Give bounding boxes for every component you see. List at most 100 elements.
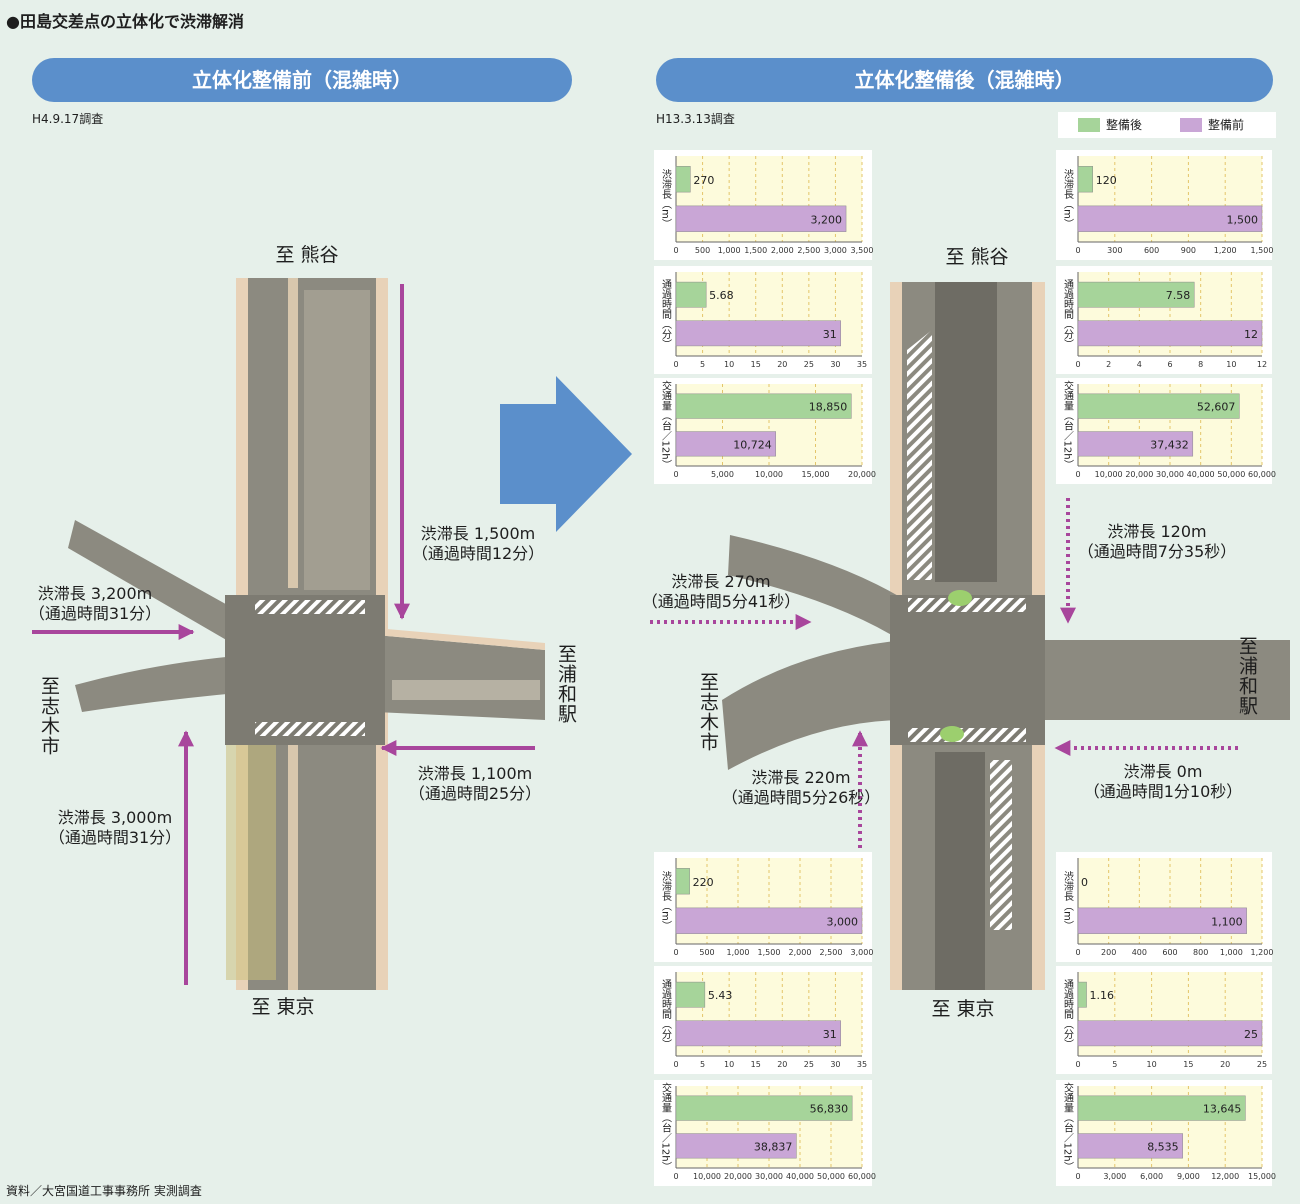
- traffic-queue-north: [304, 290, 370, 590]
- tick-label: 60,000: [848, 1172, 876, 1181]
- tick-label: 30: [830, 1060, 840, 1069]
- data-label: 1,100: [1211, 915, 1243, 928]
- transit-time: （通過時間31分）: [48, 828, 182, 847]
- tick-label: 20,000: [1125, 470, 1153, 479]
- median-island-south: [940, 726, 964, 742]
- bar-before: [1077, 205, 1263, 232]
- tick-label: 20,000: [848, 470, 876, 479]
- tick-label: 40,000: [1187, 470, 1215, 479]
- data-label: 1,500: [1227, 213, 1259, 226]
- tick-label: 4: [1137, 360, 1142, 369]
- tick-label: 30: [830, 360, 840, 369]
- tick-label: 30,000: [1156, 470, 1184, 479]
- tick-label: 2: [1106, 360, 1111, 369]
- road-west-upper: [728, 535, 905, 640]
- hatching-south: [990, 760, 1012, 930]
- tick-label: 1,500: [744, 246, 767, 255]
- bar-after: [1077, 1095, 1246, 1121]
- bar-before: [675, 1133, 797, 1159]
- chart-title: 交通量（台／12h）: [660, 1081, 672, 1171]
- chart-title: 交通量（台／12h）: [1062, 379, 1074, 469]
- tick-label: 600: [1162, 948, 1177, 957]
- chart-title: 通過時間（分）: [1062, 979, 1074, 1049]
- road-west-upper: [68, 520, 240, 645]
- tick-label: 30,000: [755, 1172, 783, 1181]
- tick-label: 900: [1181, 246, 1196, 255]
- congestion-length: 渋滞長 120m: [1107, 522, 1207, 541]
- tick-label: 500: [699, 948, 714, 957]
- tick-label: 10: [1226, 360, 1236, 369]
- crosswalk-south: [908, 728, 1026, 742]
- transit-time: （通過時間12分）: [411, 544, 545, 563]
- tick-label: 1,000: [718, 246, 741, 255]
- tick-label: 200: [1101, 948, 1116, 957]
- transit-time: （通過時間1分10秒）: [1083, 782, 1243, 801]
- congestion-length: 渋滞長 270m: [671, 572, 771, 591]
- legend-swatch-before: [1180, 118, 1202, 132]
- tick-label: 0: [1075, 360, 1080, 369]
- bar-before: [675, 1020, 841, 1047]
- hatching-north: [907, 330, 932, 580]
- congestion-label-south: 渋滞長 3,000m （通過時間31分）: [40, 808, 190, 848]
- tick-label: 9,000: [1177, 1172, 1200, 1181]
- tick-label: 5: [700, 360, 705, 369]
- data-label: 31: [823, 1028, 837, 1041]
- bar-before: [675, 431, 776, 457]
- overpass-south: [935, 752, 985, 990]
- tick-label: 35: [857, 1060, 867, 1069]
- data-label: 270: [693, 174, 714, 187]
- tick-label: 20: [777, 1060, 787, 1069]
- tick-label: 0: [1075, 948, 1080, 957]
- bar-after: [675, 1095, 853, 1121]
- tick-label: 50,000: [1217, 470, 1245, 479]
- transit-time: （通過時間5分26秒）: [721, 788, 881, 807]
- direction-east: 至浦和駅: [555, 644, 577, 724]
- tick-label: 1,200: [1214, 246, 1237, 255]
- tick-label: 6: [1167, 360, 1172, 369]
- tick-label: 20,000: [724, 1172, 752, 1181]
- data-label: 0: [1081, 876, 1088, 889]
- tick-label: 1,000: [1220, 948, 1243, 957]
- tick-label: 0: [1075, 246, 1080, 255]
- crosswalk-south: [255, 722, 365, 736]
- data-label: 220: [693, 876, 714, 889]
- right-intersection-map: [650, 282, 1290, 990]
- congestion-label-north: 渋滞長 1,500m （通過時間12分）: [408, 524, 548, 564]
- tick-label: 3,000: [824, 246, 847, 255]
- tick-label: 600: [1144, 246, 1159, 255]
- chart-title: 渋滞長（m）: [660, 168, 672, 229]
- tick-label: 15,000: [802, 470, 830, 479]
- tick-label: 12: [1257, 360, 1267, 369]
- direction-north-after: 至 熊谷: [945, 246, 1009, 268]
- data-label: 56,830: [810, 1103, 849, 1116]
- bar-after: [675, 981, 706, 1008]
- tick-label: 0: [1075, 470, 1080, 479]
- median-south: [288, 745, 298, 990]
- page-title: ●田島交差点の立体化で渋滞解消: [6, 12, 244, 31]
- tick-label: 25: [804, 360, 814, 369]
- chart-title: 渋滞長（m）: [1062, 168, 1074, 229]
- congestion-length: 渋滞長 3,200m: [37, 584, 153, 603]
- transit-time: （通過時間31分）: [28, 604, 162, 623]
- intersection-core: [225, 595, 385, 745]
- data-label: 38,837: [754, 1140, 793, 1153]
- data-label: 18,850: [809, 401, 848, 414]
- tick-label: 50,000: [817, 1172, 845, 1181]
- median-north: [288, 278, 298, 588]
- tick-label: 300: [1107, 246, 1122, 255]
- congestion-label-north-after: 渋滞長 120m （通過時間7分35秒）: [1072, 522, 1242, 562]
- legend-swatch-after: [1078, 118, 1100, 132]
- data-label: 13,645: [1203, 1103, 1242, 1116]
- bar-after: [675, 166, 691, 193]
- bar-before: [1077, 320, 1263, 347]
- tick-label: 25: [1257, 1060, 1267, 1069]
- source-note: 資料／大宮国道工事事務所 実測調査: [6, 1184, 202, 1198]
- data-label: 8,535: [1147, 1140, 1179, 1153]
- direction-west-after: 至志木市: [697, 672, 719, 752]
- chart-title: 通過時間（分）: [660, 979, 672, 1049]
